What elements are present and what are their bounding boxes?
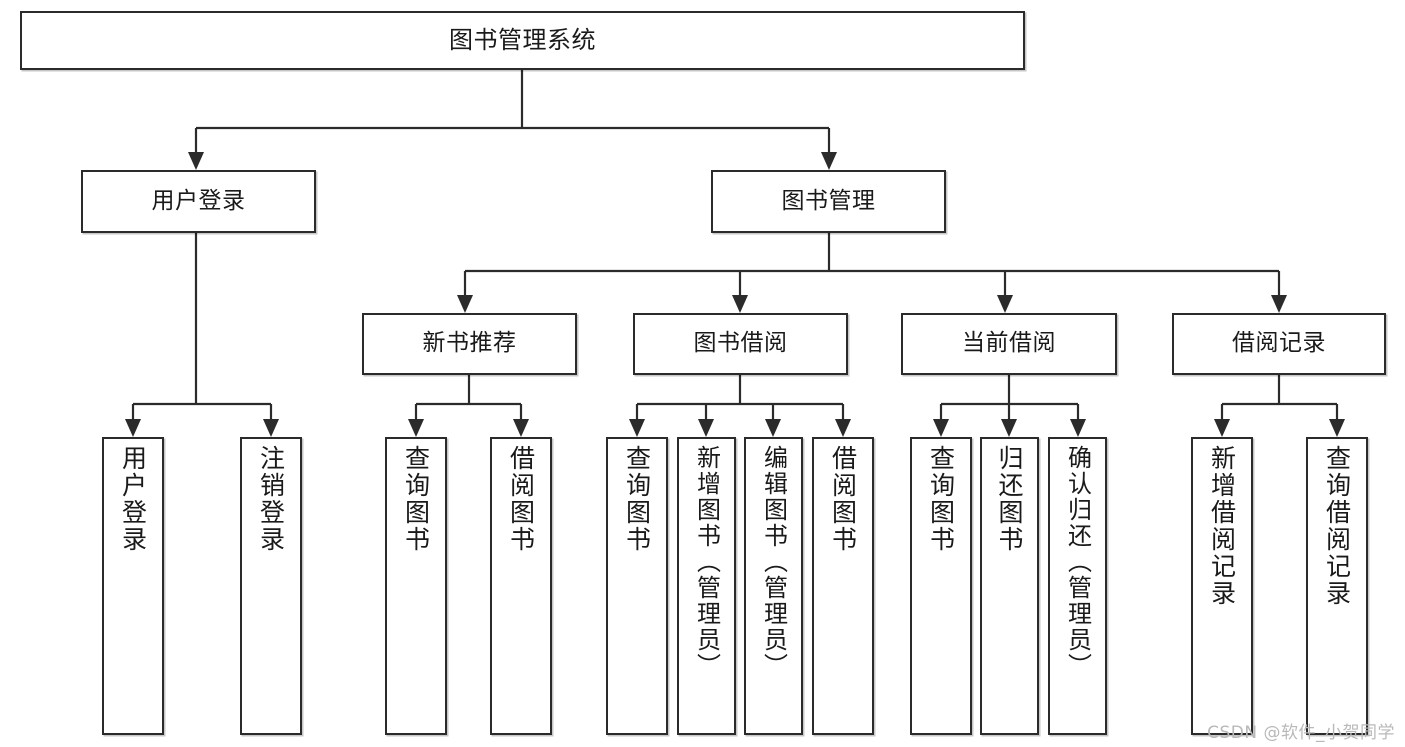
leaf-book-borrow-borrow[interactable]: 借阅图书 — [812, 437, 874, 735]
csdn-watermark: CSDN @软件_小贺同学 — [1207, 723, 1395, 743]
leaf-book-borrow-query[interactable]: 查询图书 — [606, 437, 668, 735]
node-label: 确认归还（管理员） — [1063, 445, 1092, 679]
leaf-user-login-login[interactable]: 用户登录 — [102, 437, 164, 735]
node-label: 新增图书（管理员） — [692, 445, 721, 679]
node-label: 用户登录 — [151, 187, 246, 214]
node-label: 查询图书 — [401, 445, 431, 553]
node-label: 借阅记录 — [1232, 330, 1326, 357]
node-label: 图书管理 — [781, 187, 876, 214]
node-label: 查询图书 — [926, 445, 956, 553]
node-new-book-recommend[interactable]: 新书推荐 — [362, 313, 577, 375]
leaf-current-borrow-query[interactable]: 查询图书 — [910, 437, 972, 735]
node-label: 注销登录 — [256, 445, 286, 553]
node-book-management[interactable]: 图书管理 — [711, 170, 946, 233]
leaf-book-borrow-add[interactable]: 新增图书（管理员） — [677, 437, 736, 735]
leaf-book-borrow-edit[interactable]: 编辑图书（管理员） — [744, 437, 803, 735]
node-borrow-record[interactable]: 借阅记录 — [1172, 313, 1386, 375]
node-label: 当前借阅 — [962, 330, 1056, 357]
node-label: 图书管理系统 — [449, 26, 596, 55]
node-label: 编辑图书（管理员） — [759, 445, 788, 679]
node-label: 图书借阅 — [693, 330, 788, 357]
node-label: 查询图书 — [622, 445, 652, 553]
node-label: 归还图书 — [995, 445, 1024, 553]
node-label: 新增借阅记录 — [1207, 445, 1237, 607]
node-label: 借阅图书 — [828, 445, 858, 553]
node-label: 新书推荐 — [422, 330, 517, 357]
node-user-login[interactable]: 用户登录 — [81, 170, 316, 233]
node-current-borrow[interactable]: 当前借阅 — [901, 313, 1117, 375]
node-label: 借阅图书 — [506, 445, 536, 553]
node-book-borrow[interactable]: 图书借阅 — [633, 313, 848, 375]
node-label: 查询借阅记录 — [1322, 445, 1352, 607]
leaf-current-borrow-return[interactable]: 归还图书 — [980, 437, 1039, 735]
leaf-new-book-query[interactable]: 查询图书 — [385, 437, 447, 735]
node-label: 用户登录 — [118, 445, 148, 553]
leaf-user-login-logout[interactable]: 注销登录 — [240, 437, 302, 735]
leaf-current-borrow-confirm[interactable]: 确认归还（管理员） — [1048, 437, 1107, 735]
node-root-system[interactable]: 图书管理系统 — [20, 11, 1025, 70]
leaf-new-book-borrow[interactable]: 借阅图书 — [490, 437, 552, 735]
leaf-borrow-record-add[interactable]: 新增借阅记录 — [1191, 437, 1253, 735]
leaf-borrow-record-query[interactable]: 查询借阅记录 — [1306, 437, 1368, 735]
